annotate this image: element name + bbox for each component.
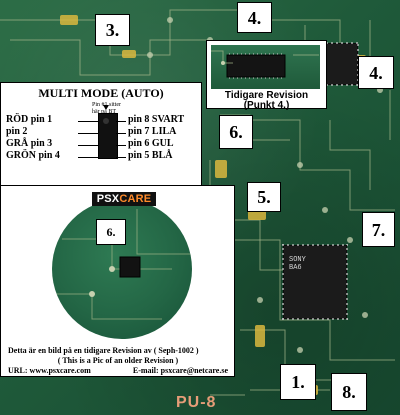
pin-row-right-5: pin 5 BLÅ (128, 150, 173, 161)
pin-line (116, 121, 126, 122)
revision-photo-graphic (211, 50, 319, 79)
board-silkscreen: PU-8 (176, 394, 217, 411)
callout-6: 6. (96, 219, 126, 245)
psxcare-logo: PSXCARE (92, 192, 156, 206)
overlay-caption: Detta är en bild på en tidigare Revision… (8, 346, 228, 376)
pin-line (116, 145, 126, 146)
contact-row: URL: www.psxcare.com E-mail: psxcare@net… (8, 366, 228, 376)
pin-line (116, 133, 126, 134)
revision-photo (211, 45, 320, 89)
board-ic: SONY BA6 (282, 244, 348, 320)
pin-line (78, 157, 98, 158)
caption-line-1: Detta är en bild på en tidigare Revision… (8, 346, 199, 355)
callout-1: 1. (280, 364, 316, 400)
pin-row-left-2: pin 2 (6, 126, 28, 137)
callout-8: 8. (331, 373, 367, 411)
pin-row-right-6: pin 6 GUL (128, 138, 174, 149)
dip8-chip-icon (98, 113, 118, 159)
pin-row-right-8: pin 8 SVART (128, 114, 185, 125)
multi-mode-title: MULTI MODE (AUTO) (38, 86, 164, 100)
callout-5: 5. (247, 182, 281, 212)
pin-line (78, 133, 98, 134)
tidigare-subtitle: (Punkt 4.) (243, 100, 290, 111)
tidigare-revision-inset: Tidigare Revision (Punkt 4.) (206, 40, 327, 111)
caption-line-2: ( This is a Pic of an older Revision ) (57, 356, 179, 365)
pin-line (78, 121, 98, 122)
pin-line (78, 145, 98, 146)
pin-row-left-1: RÖD pin 1 (6, 114, 53, 125)
pin1-arrow-icon (103, 105, 109, 110)
pin-row-right-7: pin 7 LILA (128, 126, 177, 137)
pin-row-left-4: GRÖN pin 4 (6, 150, 60, 161)
url-text: URL: www.psxcare.com (8, 366, 91, 375)
callout-6: 6. (219, 115, 253, 149)
email-text: E-mail: psxcare@netcare.se (132, 366, 228, 375)
pin-line (116, 157, 126, 158)
older-revision-photo-graphic (52, 209, 192, 320)
callout-7: 7. (362, 212, 395, 247)
callout-4: 4. (237, 2, 272, 33)
callout-3: 3. (95, 14, 130, 46)
pin-row-left-3: GRÅ pin 3 (6, 138, 53, 149)
tidigare-title: Tidigare Revision (224, 90, 309, 101)
callout-4: 4. (358, 56, 394, 89)
